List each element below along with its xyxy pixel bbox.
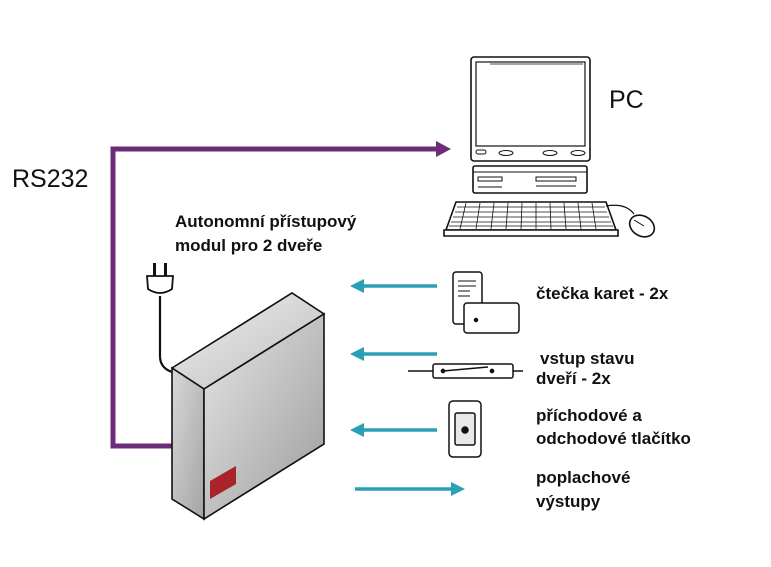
button-label-line2: odchodové tlačítko [536, 429, 691, 448]
rs232-connection-line [110, 141, 451, 449]
door-label-line1: vstup stavu [540, 349, 635, 368]
alarm-label-line2: výstupy [536, 492, 601, 511]
exit-button-icon [448, 400, 482, 458]
button-signal-arrow [350, 423, 437, 437]
alarm-label-line1: poplachové [536, 468, 631, 487]
door-label-line2: dveří - 2x [536, 369, 611, 388]
rs232-arrowhead [436, 141, 451, 157]
door-contact-sensor-icon [408, 363, 523, 379]
module-label-line1: Autonomní přístupový [175, 212, 357, 231]
button-label-line1: příchodové a [536, 406, 642, 425]
signal-arrows [350, 279, 465, 496]
power-plug-icon [146, 263, 174, 374]
card-reader-icon [452, 271, 520, 334]
pc-computer-icon [443, 56, 656, 238]
module-label-line2: modul pro 2 dveře [175, 236, 323, 255]
alarm-indicator [210, 466, 236, 499]
alarm-output-arrow [355, 482, 465, 496]
access-module-box-icon [170, 292, 326, 521]
door-signal-arrow [350, 347, 437, 361]
pc-label: PC [609, 86, 644, 114]
reader-label: čtečka karet - 2x [536, 284, 669, 303]
rs232-label: RS232 [12, 165, 89, 193]
reader-signal-arrow [350, 279, 437, 293]
